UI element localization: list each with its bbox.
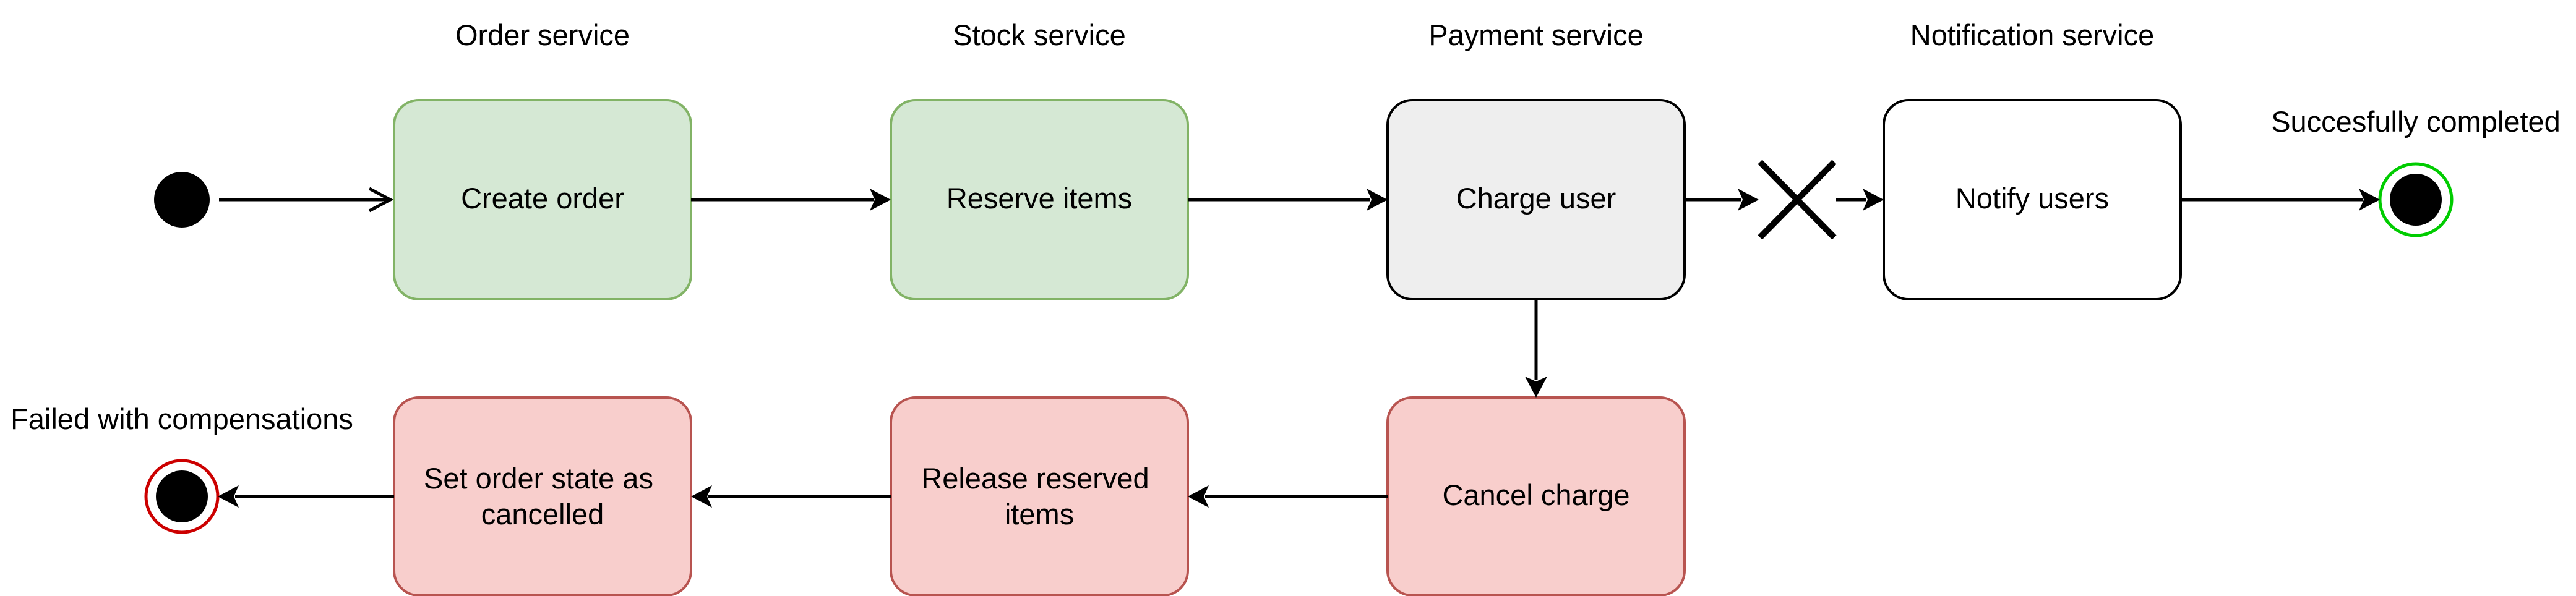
edge-reserve-arrowhead bbox=[1367, 189, 1388, 211]
edge-cancel-arrowhead bbox=[1188, 485, 1209, 508]
node-charge-user-label: Charge user bbox=[1456, 182, 1616, 215]
edge-charge-down-arrowhead bbox=[1525, 377, 1547, 398]
node-cancel-charge-label: Cancel charge bbox=[1442, 479, 1629, 511]
node-release-line-2: items bbox=[1005, 498, 1074, 530]
lane-title-payment: Payment service bbox=[1428, 19, 1643, 51]
node-set-order-line-1: Set order state as bbox=[424, 462, 653, 495]
node-reserve-items-label: Reserve items bbox=[947, 182, 1132, 215]
edge-release-arrowhead bbox=[691, 485, 712, 508]
cross-marker-stroke-b bbox=[1758, 160, 1837, 240]
end-success-node bbox=[2390, 174, 2442, 226]
node-release-line-1: Release reserved bbox=[921, 462, 1149, 495]
start-node bbox=[154, 172, 210, 228]
end-failure-node bbox=[156, 470, 208, 522]
edge-create-arrowhead bbox=[870, 189, 891, 211]
node-set-order-cancelled-label: Set order state as cancelled bbox=[424, 462, 661, 530]
node-create-order-label: Create order bbox=[461, 182, 624, 215]
edge-charge-arrowhead bbox=[1738, 189, 1759, 211]
node-notify-users-label: Notify users bbox=[1956, 182, 2109, 215]
lane-title-notification: Notification service bbox=[1910, 19, 2154, 51]
node-release-reserved-items-label: Release reserved items bbox=[921, 462, 1157, 530]
node-release-reserved-items bbox=[890, 396, 1189, 596]
edge-set-order-arrowhead bbox=[218, 485, 239, 508]
node-set-order-cancelled bbox=[393, 396, 692, 596]
node-set-order-line-2: cancelled bbox=[481, 498, 604, 530]
edge-notify-arrowhead bbox=[2359, 189, 2380, 211]
end-failure-label: Failed with compensations bbox=[11, 402, 353, 435]
lane-title-order: Order service bbox=[455, 19, 630, 51]
lane-title-stock: Stock service bbox=[953, 19, 1125, 51]
edge-start-arrowhead bbox=[368, 187, 394, 213]
edge-cross-arrowhead bbox=[1863, 189, 1884, 211]
end-success-label: Succesfully completed bbox=[2271, 105, 2561, 138]
